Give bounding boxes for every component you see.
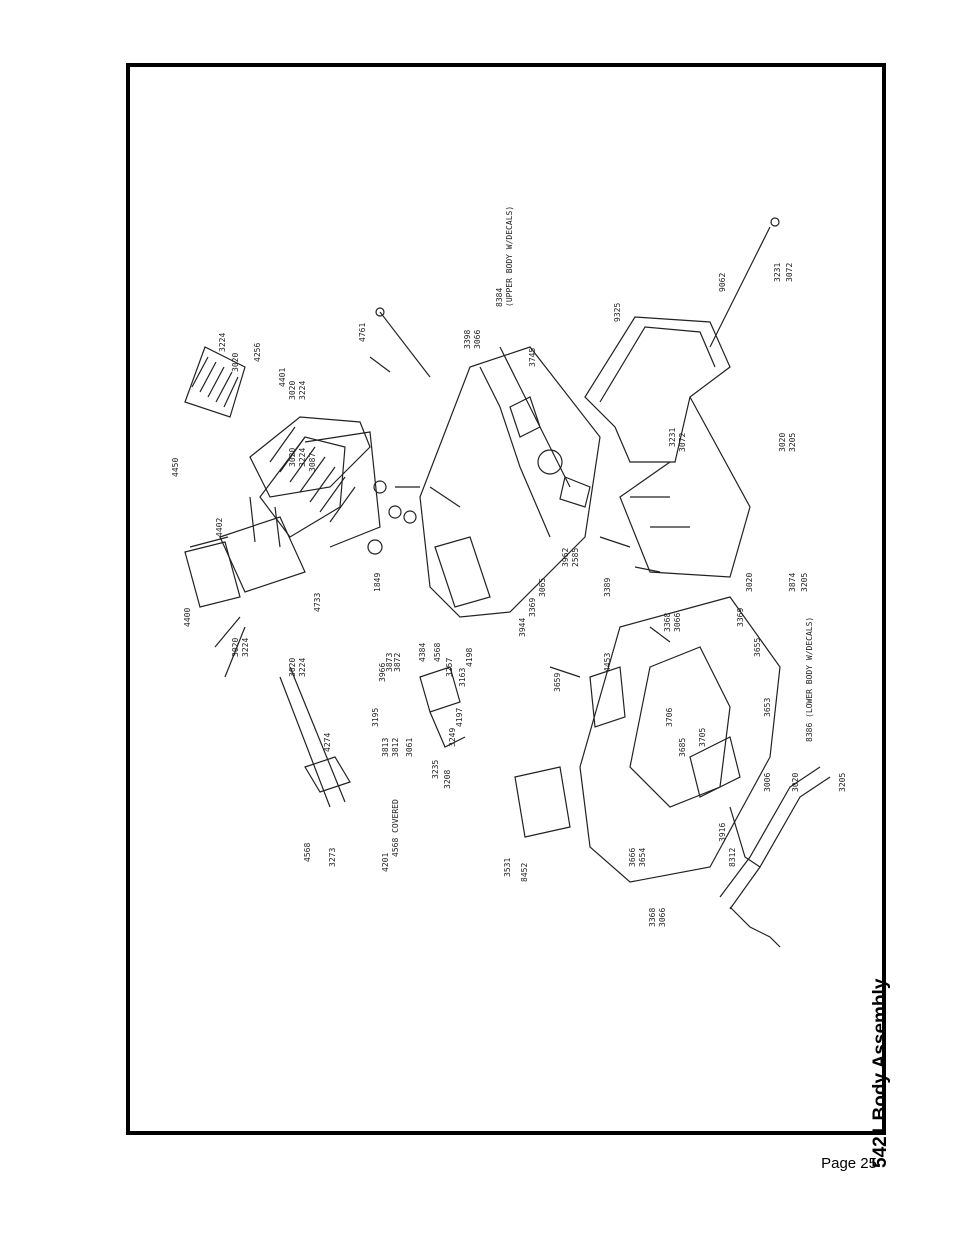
part-label: 3398: [463, 330, 472, 349]
part-label: 1849: [373, 573, 382, 592]
part-label: 3020: [288, 381, 297, 400]
part-label: 3020: [288, 658, 297, 677]
part-label: 8452: [520, 863, 529, 882]
part-label: 3020: [791, 773, 800, 792]
diagram-linework: [184, 217, 831, 948]
part-label: 4733: [313, 593, 322, 612]
exploded-parts-diagram: 4400 4402 4450 4256 3224 3020 4401 3020 …: [171, 206, 847, 948]
part-label: 3072: [678, 433, 687, 452]
part-label: 3872: [393, 653, 402, 672]
part-label: 3812: [391, 738, 400, 757]
part-label: 3205: [788, 433, 797, 452]
part-label: 3659: [553, 673, 562, 692]
page-number: Page 25: [821, 1155, 877, 1172]
part-label: 4384: [418, 643, 427, 662]
part-label: 3249: [448, 728, 457, 747]
part-label: 4197: [455, 708, 464, 727]
part-label: 8384: [495, 288, 504, 307]
part-label: 3369: [528, 598, 537, 617]
part-label: 3231: [668, 428, 677, 447]
part-label: 3020: [745, 573, 754, 592]
part-label: 3654: [638, 848, 647, 867]
part-label: 3006: [763, 773, 772, 792]
part-label: 3061: [405, 738, 414, 757]
part-label: 3224: [298, 658, 307, 677]
part-labels: 4400 4402 4450 4256 3224 3020 4401 3020 …: [171, 206, 847, 927]
part-label: 3066: [673, 613, 682, 632]
part-label: 2585: [571, 548, 580, 567]
part-label: 3369: [736, 608, 745, 627]
part-label: 3224: [298, 448, 307, 467]
part-label: 3653: [763, 698, 772, 717]
part-label: 4401: [278, 368, 287, 387]
part-label: 4198: [465, 648, 474, 667]
part-label: 3685: [678, 738, 687, 757]
part-label: 4453: [603, 653, 612, 672]
part-label: 3257: [445, 658, 454, 677]
part-label: 3235: [431, 760, 440, 779]
part-label: 3705: [698, 728, 707, 747]
part-label: 4201: [381, 853, 390, 872]
part-label: 3205: [800, 573, 809, 592]
part-label: 3205: [838, 773, 847, 792]
part-label: 3962: [561, 548, 570, 567]
diagram-frame: [126, 63, 886, 1135]
part-label: 8386 (LOWER BODY W/DECALS): [805, 617, 814, 742]
part-label: 3389: [603, 578, 612, 597]
part-label: 3066: [658, 908, 667, 927]
part-label: 3813: [381, 738, 390, 757]
part-label: 3706: [665, 708, 674, 727]
part-label: 4568 COVERED: [391, 799, 400, 857]
part-label: 3531: [503, 858, 512, 877]
part-label: 3224: [298, 381, 307, 400]
part-label: 3916: [718, 823, 727, 842]
part-label: 3208: [443, 770, 452, 789]
part-label: 9325: [613, 303, 622, 322]
part-label: 3072: [785, 263, 794, 282]
part-label: 4256: [253, 343, 262, 362]
section-title: 5421 Body Assembly: [870, 978, 891, 1168]
part-label: 3368: [648, 908, 657, 927]
part-label: 4400: [183, 608, 192, 627]
part-label: 3020: [231, 353, 240, 372]
part-label: 4761: [358, 323, 367, 342]
part-label: 3065: [538, 578, 547, 597]
part-label: 3666: [628, 848, 637, 867]
part-label: 4274: [323, 733, 332, 752]
part-label: 3944: [518, 618, 527, 637]
part-label: 3020: [288, 448, 297, 467]
part-label: 3231: [773, 263, 782, 282]
part-label: 3873: [385, 653, 394, 672]
part-label: 3066: [473, 330, 482, 349]
part-label: 3195: [371, 708, 380, 727]
part-label: 3224: [218, 333, 227, 352]
part-label: 3224: [241, 638, 250, 657]
part-label: 8312: [728, 848, 737, 867]
part-label: 4568: [303, 843, 312, 862]
part-label: 3368: [663, 613, 672, 632]
part-label: 3966: [378, 663, 387, 682]
part-label: 4450: [171, 458, 180, 477]
part-label: 4568: [433, 643, 442, 662]
part-label: 3273: [328, 848, 337, 867]
part-label: 3020: [231, 638, 240, 657]
part-label: 3745: [528, 348, 537, 367]
part-label: 3874: [788, 573, 797, 592]
part-label: 9062: [718, 273, 727, 292]
part-label: 3163: [458, 668, 467, 687]
part-label: (UPPER BODY W/DECALS): [505, 206, 514, 307]
part-label: 3020: [778, 433, 787, 452]
part-label: 3655: [753, 638, 762, 657]
part-label: 3087: [308, 453, 317, 472]
part-label: 4402: [215, 518, 224, 537]
